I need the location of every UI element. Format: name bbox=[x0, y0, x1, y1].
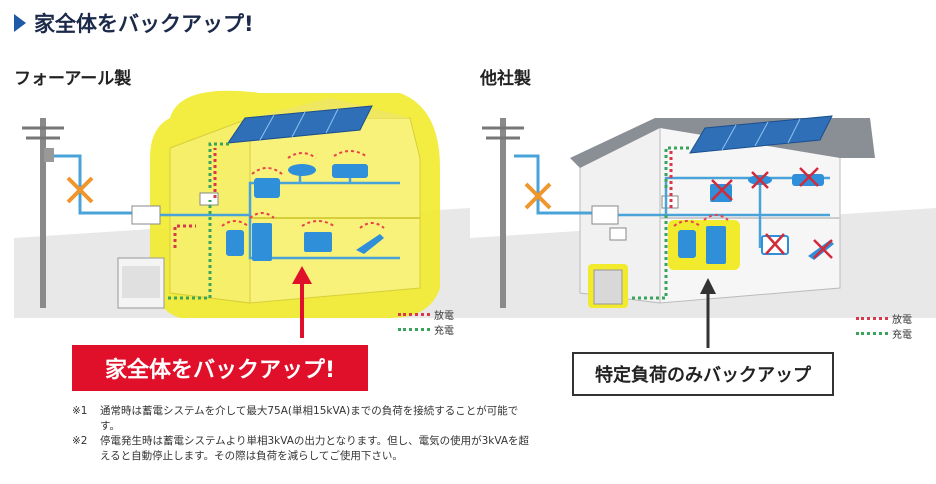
television-icon bbox=[304, 232, 332, 252]
grid-wire bbox=[54, 154, 135, 215]
left-house-illustration bbox=[14, 90, 470, 338]
right-panel-label: 他社製 bbox=[480, 69, 531, 89]
distribution-board bbox=[131, 205, 161, 225]
footnote-1: ※1 通常時は蓄電システムを介して最大75A(単相15kVA)までの負荷を接続す… bbox=[72, 404, 532, 434]
specific-load-board bbox=[609, 227, 627, 241]
charge-line bbox=[168, 200, 212, 300]
section-heading: 家全体をバックアップ! bbox=[14, 8, 254, 38]
charge-line-swatch bbox=[398, 328, 430, 331]
washing-machine-icon bbox=[678, 230, 696, 258]
washing-machine-icon bbox=[226, 230, 244, 256]
grid-cut-x-icon bbox=[66, 176, 94, 204]
no-power-x-icons bbox=[711, 167, 833, 259]
discharge-line-swatch bbox=[856, 317, 888, 320]
storage-battery-unit bbox=[593, 269, 623, 305]
charge-line-swatch bbox=[856, 332, 888, 335]
distribution-board bbox=[591, 205, 619, 225]
left-callout-banner: 家全体をバックアップ! bbox=[72, 345, 368, 391]
house-front-wall bbox=[249, 117, 421, 304]
right-callout-box: 特定負荷のみバックアップ bbox=[572, 352, 834, 396]
grid-cut-x-icon bbox=[524, 182, 552, 210]
legend-charge-left: 充電 bbox=[398, 322, 454, 337]
legend-discharge-right: 放電 bbox=[856, 311, 912, 326]
legend-charge-right: 充電 bbox=[856, 326, 912, 341]
footnote-2-mark: ※2 bbox=[72, 435, 88, 447]
refrigerator-icon bbox=[252, 223, 272, 261]
roof bbox=[250, 98, 410, 118]
section-heading-text: 家全体をバックアップ! bbox=[34, 12, 254, 36]
legend-charge-text: 充電 bbox=[434, 326, 454, 337]
tv-icon bbox=[254, 178, 280, 198]
triangle-marker-icon bbox=[14, 14, 26, 32]
legend-discharge-text: 放電 bbox=[892, 315, 912, 326]
ceiling-light-icon bbox=[288, 164, 316, 176]
vacuum-cleaner-icon bbox=[356, 234, 384, 254]
charge-line bbox=[632, 212, 668, 300]
left-panel-label: フォーアール製 bbox=[14, 69, 132, 89]
legend-charge-text: 充電 bbox=[892, 330, 912, 341]
footnote-2-text: 停電発生時は蓄電システムより単相3kVAの出力となります。但し、電気の使用が3k… bbox=[100, 435, 530, 462]
utility-pole bbox=[500, 118, 506, 308]
footnotes: ※1 通常時は蓄電システムを介して最大75A(単相15kVA)までの負荷を接続す… bbox=[72, 404, 532, 464]
legend-discharge-text: 放電 bbox=[434, 311, 454, 322]
legend-discharge-left: 放電 bbox=[398, 307, 454, 322]
footnote-1-mark: ※1 bbox=[72, 405, 88, 417]
grid-wire bbox=[514, 154, 592, 215]
footnote-1-text: 通常時は蓄電システムを介して最大75A(単相15kVA)までの負荷を接続すること… bbox=[100, 405, 519, 432]
footnote-2: ※2 停電発生時は蓄電システムより単相3kVAの出力となります。但し、電気の使用… bbox=[72, 434, 532, 464]
discharge-line-swatch bbox=[398, 313, 430, 316]
air-conditioner-icon bbox=[332, 164, 368, 178]
pcs-box bbox=[199, 192, 219, 206]
right-house-illustration bbox=[470, 115, 936, 348]
utility-pole bbox=[40, 118, 46, 308]
refrigerator-icon bbox=[706, 226, 726, 264]
